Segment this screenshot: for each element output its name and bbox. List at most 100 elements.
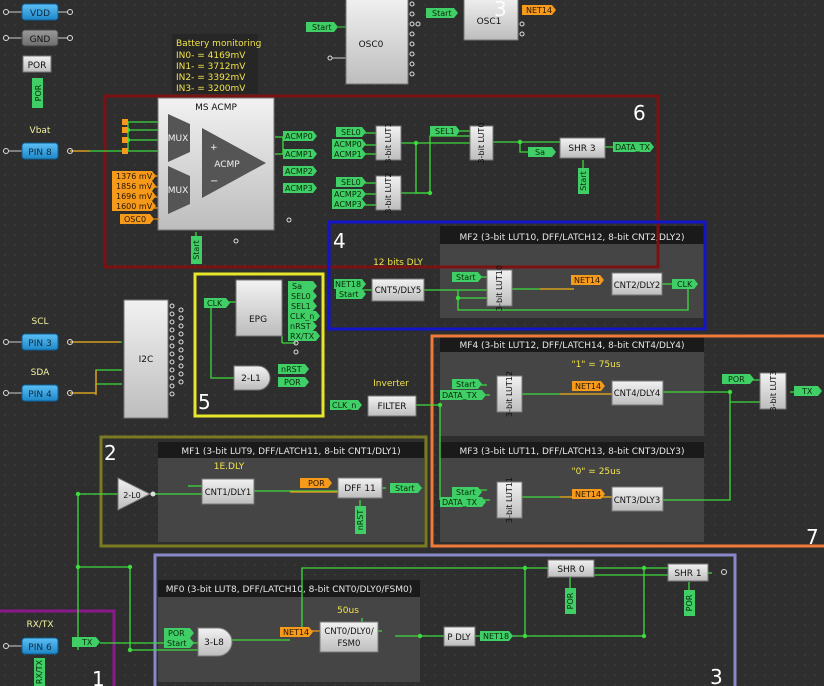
lut10-start: Start (456, 273, 476, 282)
epg-outputs: Sa SEL0 SEL1 CLK_n nRST RX/TX (288, 281, 320, 355)
osc0-label: OSC0 (359, 40, 384, 50)
rxtx-label: RX/TX (26, 620, 53, 630)
vref-1: 1856 mV (116, 182, 153, 191)
pin-4[interactable]: SDA PIN 4 (3, 368, 73, 402)
region-2-border (99, 435, 428, 548)
pin-gnd[interactable]: GND (3, 29, 73, 47)
lut11-label: 3-bit LUT11 (505, 477, 514, 523)
lut10-block[interactable]: 3-bit LUT10 (486, 265, 513, 311)
lut12-block[interactable]: 3-bit LUT12 (496, 371, 523, 417)
lut2-in-0: SEL0 (341, 178, 361, 187)
lut10-start-tag: Start (452, 272, 482, 282)
battery-line-2: IN2- = 3392mV (176, 73, 246, 83)
cnt1-block[interactable]: CNT1/DLY1 (201, 478, 255, 505)
osc1-block[interactable]: Start OSC1 3 NET14 (415, 0, 556, 41)
osc0-start-label: Start (312, 23, 332, 32)
region-1-border (0, 609, 116, 686)
dff11-block[interactable]: DFF 11 (337, 477, 383, 499)
lut2-block[interactable]: 3-bit LUT2 (375, 173, 402, 214)
l1-block[interactable]: 2-L1 nRST POR (233, 364, 309, 391)
mf3-note: "0" = 25us (571, 467, 620, 477)
lut1-in-0: SEL0 (341, 128, 361, 137)
mf1-note: 1E.DLY (214, 462, 245, 472)
lut11-inputs: Start DATA_TX (440, 487, 486, 507)
mf0-note: 50us (337, 606, 359, 616)
epg-block[interactable]: EPG (235, 279, 283, 337)
lut12-data-tx: DATA_TX (442, 391, 477, 400)
cnt4-block[interactable]: CNT4/DLY4 (611, 380, 664, 406)
epg-out-4: nRST (290, 322, 311, 331)
cnt3-label: CNT3/DLY3 (614, 496, 661, 506)
cnt0-line1: CNT0/DLY0/ (324, 627, 374, 637)
lut12-start: Start (456, 380, 476, 389)
osc1-label: OSC1 (477, 17, 502, 27)
lut1-label: 3-bit LUT1 (384, 123, 393, 164)
mux2-label: MUX (168, 186, 189, 196)
pin-3[interactable]: SCL PIN 3 (3, 317, 73, 351)
lut1-inputs: SEL0 ACMP0 ACMP1 (332, 127, 366, 159)
region-1-number: 1 (92, 667, 105, 686)
pin-6[interactable]: RX/TX PIN 6 RX/TX (3, 620, 59, 686)
osc1-start-label: Start (432, 9, 452, 18)
shr0-por: POR (566, 592, 575, 609)
lut3-block[interactable]: 3-bit LUT3 (759, 371, 787, 412)
lut3-por: POR (728, 375, 745, 384)
mf0-net14-tag: NET14 (280, 627, 313, 637)
i2c-block[interactable]: I2C (123, 299, 184, 419)
epg-out-1: SEL0 (291, 292, 311, 301)
lut11-block[interactable]: 3-bit LUT11 (496, 477, 523, 523)
l8-inputs: POR Start (164, 628, 194, 648)
shr3-block[interactable]: SHR 3 DATA_TX Start (559, 137, 654, 194)
por-block[interactable]: POR POR (22, 55, 52, 108)
dff11-nrst: nRST (356, 510, 365, 531)
cnt2-block[interactable]: CNT2/DLY2 (611, 272, 663, 296)
filter-label: FILTER (377, 402, 406, 412)
region-6-number: 6 (633, 101, 646, 125)
vref-tags: 1376 mV 1856 mV 1696 mV 1600 mV OSC0 (112, 171, 160, 224)
por-label: POR (28, 61, 47, 71)
cnt0-block[interactable]: CNT0/DLY0/ FSM0 (319, 621, 379, 653)
lut12-label: 3-bit LUT12 (505, 371, 514, 417)
tx-output-tag: TX (794, 386, 822, 396)
cnt3-block[interactable]: CNT3/DLY3 (611, 486, 664, 512)
lut3-label: 3-bit LUT3 (769, 371, 778, 412)
lut2-inputs: SEL0 ACMP2 ACMP3 (332, 177, 366, 209)
lut10-label: 3-bit LUT10 (495, 265, 504, 311)
pin-vdd[interactable]: VDD (3, 3, 73, 21)
shr1-block[interactable]: SHR 1 POR (667, 563, 727, 616)
region-5-number: 5 (198, 390, 211, 414)
vref-2: 1696 mV (116, 192, 153, 201)
lut0-block[interactable]: 3-bit LUT0 (469, 123, 494, 164)
dff11-start-tag: Start (390, 483, 422, 493)
cnt4-label: CNT4/DLY4 (614, 389, 661, 399)
shr1-por: POR (685, 594, 694, 611)
lut1-in-2: ACMP1 (334, 150, 362, 159)
l1-label: 2-L1 (241, 374, 261, 384)
epg-out-5: RX/TX (290, 332, 315, 341)
osc1-net-label: NET14 (526, 6, 552, 15)
region-5-border (193, 272, 325, 418)
ms-acmp-block[interactable]: MS ACMP MUX MUX + − ACMP (157, 97, 275, 231)
vref-3: 1600 mV (116, 202, 153, 211)
cnt5-block[interactable]: CNT5/DLY5 (371, 278, 425, 302)
filter-block[interactable]: Inverter CLK_n FILTER (330, 379, 417, 417)
pin-8[interactable]: Vbat PIN 8 (3, 126, 73, 160)
region-3-number: 3 (710, 665, 723, 686)
l0-block[interactable]: 2-L0 (117, 477, 156, 511)
vref-0: 1376 mV (116, 172, 153, 181)
lut3-por-tag: POR (722, 374, 754, 384)
l8-block[interactable]: 3-L8 (197, 627, 233, 657)
dff11-start: Start (395, 484, 415, 493)
rxtx-vertical-label: RX/TX (35, 659, 44, 684)
shr0-block[interactable]: SHR 0 POR (547, 559, 595, 614)
por-vertical-label: POR (34, 84, 43, 101)
lut1-block[interactable]: 3-bit LUT1 (375, 123, 402, 164)
pdly-block[interactable]: P DLY (443, 626, 476, 647)
acmp-out-2: ACMP2 (285, 167, 313, 176)
osc0-block[interactable]: Start OSC0 (306, 0, 415, 85)
battery-line-1: IN1- = 3712mV (176, 62, 246, 72)
pin-vdd-label: VDD (30, 9, 50, 19)
mf2-net14-tag: NET14 (571, 275, 604, 285)
epg-out-0: Sa (292, 282, 302, 291)
